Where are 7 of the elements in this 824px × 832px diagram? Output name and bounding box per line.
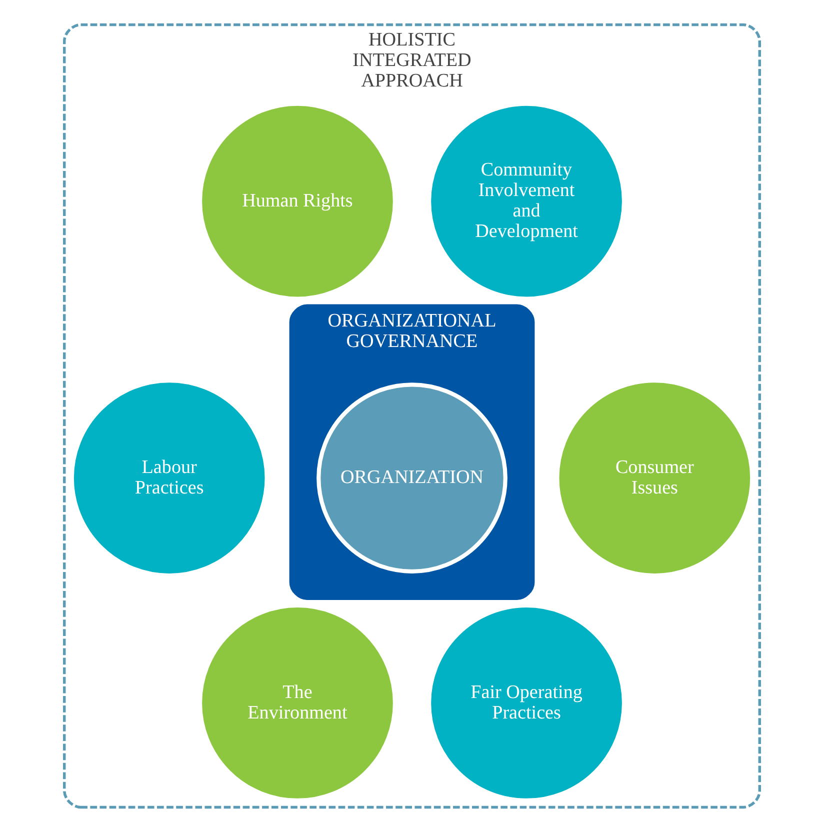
node-circle: ORGANIZATION — [316, 382, 508, 574]
node-circle: Community Involvement and Development — [431, 106, 622, 297]
node-circle: Labour Practices — [74, 382, 265, 574]
node-circle: Human Rights — [202, 106, 393, 297]
node-circle: Consumer Issues — [559, 382, 750, 574]
node-circle: The Environment — [202, 608, 393, 798]
node-circle: Fair Operating Practices — [431, 608, 622, 798]
